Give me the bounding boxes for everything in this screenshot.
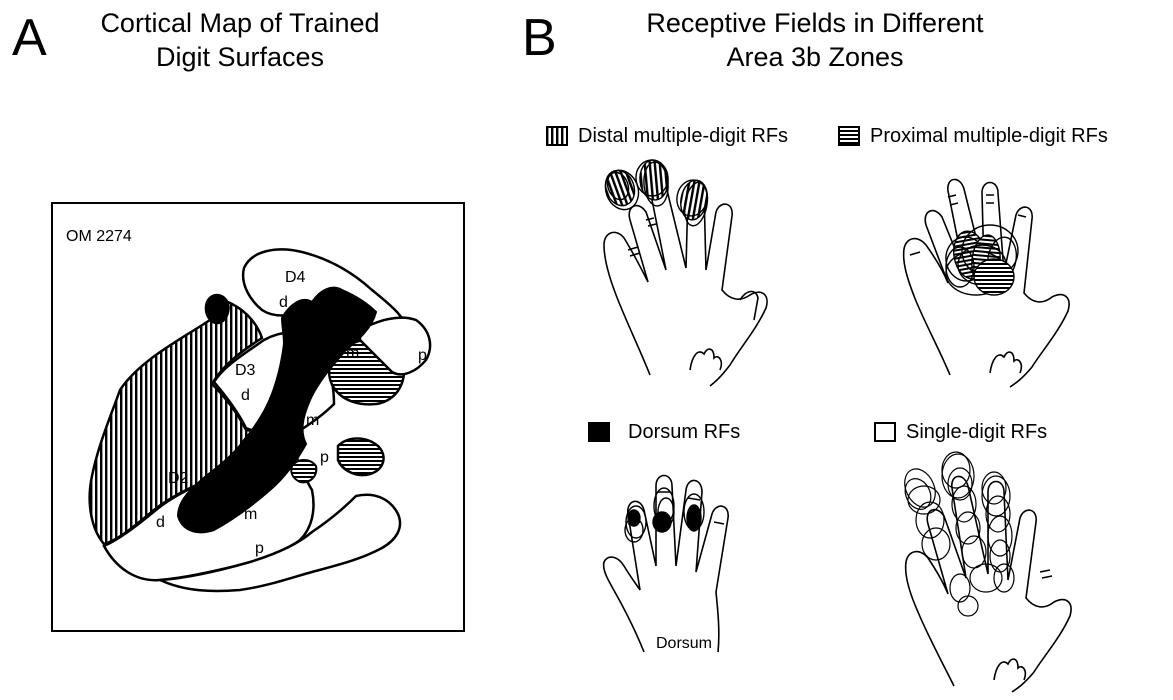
panel-a-title: Cortical Map of Trained Digit Surfaces [60,6,420,74]
label-d4-middle: m [346,345,359,362]
distal-rf-ellipses [604,159,709,227]
label-d3-distal: d [241,387,250,404]
legend-dorsum-label: Dorsum RFs [628,421,741,443]
distal-swatch-icon [546,126,568,146]
label-d4: D4 [285,269,306,286]
palm-region [159,493,402,593]
label-d3-middle: m [306,412,319,429]
single-swatch-icon [874,422,896,442]
panel-b-title-line2: Area 3b Zones [726,42,904,72]
panel-b-letter: B [522,9,557,67]
panel-a-letter: A [12,9,47,67]
proximal-multi-digit-region-2 [336,437,385,477]
small-black-blob [204,293,230,325]
dorsum-region [176,286,378,534]
dorsum-hand-label: Dorsum [656,635,712,652]
label-d4-proximal: p [418,347,427,364]
dorsum-swatch-icon [588,422,610,442]
legend-distal: Distal multiple-digit RFs [546,124,788,148]
hand-distal-rfs [603,159,768,387]
dorsum-rf-ellipses [624,487,705,543]
panel-a-title-line1: Cortical Map of Trained [100,8,380,38]
label-d2-proximal: p [255,540,264,557]
panel-b-title: Receptive Fields in Different Area 3b Zo… [600,6,1030,74]
hand-outline [904,475,1072,693]
legend-distal-label: Distal multiple-digit RFs [578,125,789,147]
label-d3: D3 [235,362,256,379]
label-d2: D2 [168,470,189,487]
label-d2-distal: d [156,514,165,531]
map-id-label: OM 2274 [66,228,132,245]
legend-dorsum: Dorsum RFs [588,420,740,444]
proximal-rf-ellipses [945,224,1019,296]
label-d4-distal: d [279,294,288,311]
label-d3-proximal: p [320,449,329,466]
proximal-multi-digit-region-3 [290,459,318,484]
panel-b-title-line1: Receptive Fields in Different [646,8,984,38]
single-rf-ellipses [904,451,1015,617]
panel-a-title-line2: Digit Surfaces [155,42,325,72]
proximal-swatch-icon [838,126,860,146]
hand-proximal-rfs [902,178,1070,388]
legend-single: Single-digit RFs [874,420,1047,444]
legend-proximal: Proximal multiple-digit RFs [838,124,1108,148]
hand-outline [603,176,768,387]
palm-outline [358,316,432,376]
cortical-map: OM 2274 D4 d D3 d m m p p D2 d m p [51,202,465,632]
label-d2-middle: m [244,506,257,523]
legend-proximal-label: Proximal multiple-digit RFs [870,125,1108,147]
legend-single-label: Single-digit RFs [906,421,1048,443]
hand-outline [602,474,729,653]
hand-dorsum-rfs: Dorsum [602,474,729,653]
hand-single-rfs [904,451,1072,693]
